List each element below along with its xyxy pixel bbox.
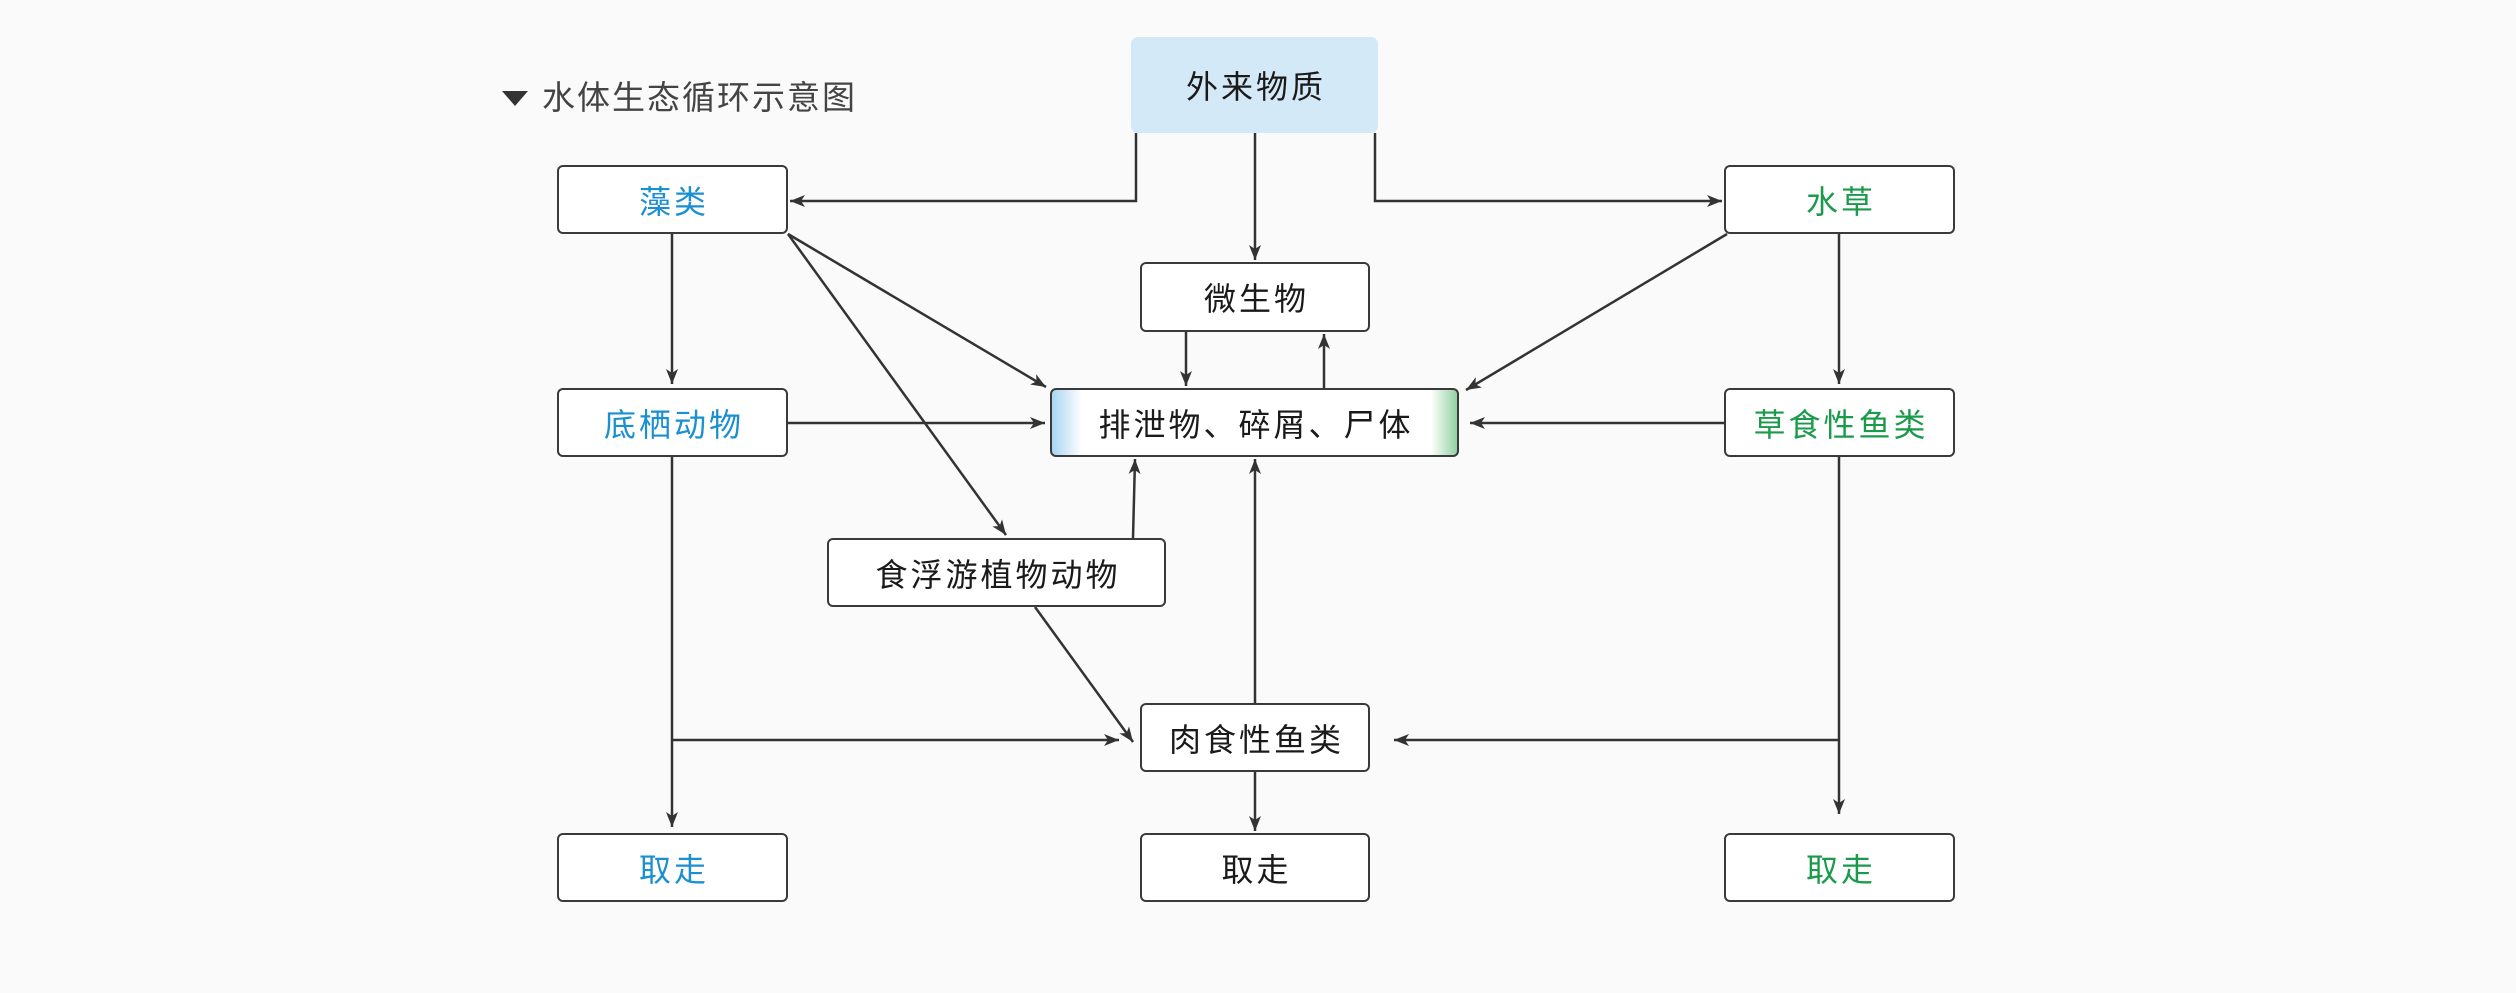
arrow-plants-to-detritus (1465, 232, 1728, 392)
node-planktivores: 食浮游植物动物 (827, 538, 1166, 607)
arrow-source-to-plants (1373, 133, 1722, 207)
node-herbivorous-fish: 草食性鱼类 (1724, 388, 1955, 457)
node-detritus: 排泄物、碎屑、尸体 (1050, 388, 1459, 457)
node-carnivorous-fish: 肉食性鱼类 (1140, 703, 1370, 772)
arrow-planktivores-to-carnivores (1033, 606, 1135, 743)
node-removed-right: 取走 (1724, 833, 1955, 902)
node-aquatic-plants: 水草 (1724, 165, 1955, 234)
node-microbes: 微生物 (1140, 262, 1370, 332)
arrow-planktivores-to-detritus (1128, 458, 1141, 539)
diagram-title: 水体生态循环示意图 (542, 78, 857, 117)
arrow-source-to-algae (790, 133, 1138, 207)
node-benthos: 底栖动物 (557, 388, 788, 457)
node-source: 外来物质 (1131, 37, 1378, 133)
arrow-algae-to-detritus (787, 232, 1047, 389)
node-removed-center: 取走 (1140, 833, 1370, 902)
node-algae: 藻类 (557, 165, 788, 234)
section-header[interactable]: 水体生态循环示意图 (496, 76, 857, 120)
node-removed-left: 取走 (557, 833, 788, 902)
caret-down-icon[interactable] (502, 90, 528, 106)
arrow-algae-to-planktivores (786, 233, 1008, 536)
